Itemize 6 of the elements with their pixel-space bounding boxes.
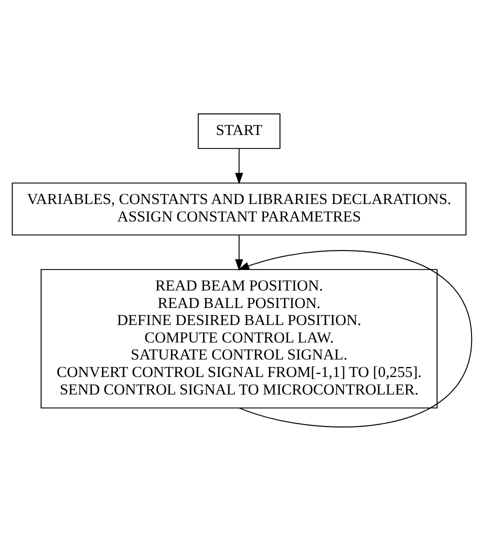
arrow [238, 250, 472, 428]
arrow [235, 234, 244, 271]
node-box: VARIABLES, CONSTANTS AND LIBRARIES DECLARATIONS. ASSIGN CONSTANT PARAMETRES [12, 182, 466, 236]
node-box: START [198, 113, 280, 149]
node-box: READ BEAM POSITION. READ BALL POSITION. DEFINE DESIRED BALL POSITION. COMPUTE CONTROL LAW. SATURATE CONTROL SIGNAL. CONVERT CONTROL SIGNAL FROM[-1,1] TO [0,255]. SEND CONTROL SIGNAL TO MICROCONTROLLER. [40, 269, 438, 408]
arrow [235, 148, 244, 184]
